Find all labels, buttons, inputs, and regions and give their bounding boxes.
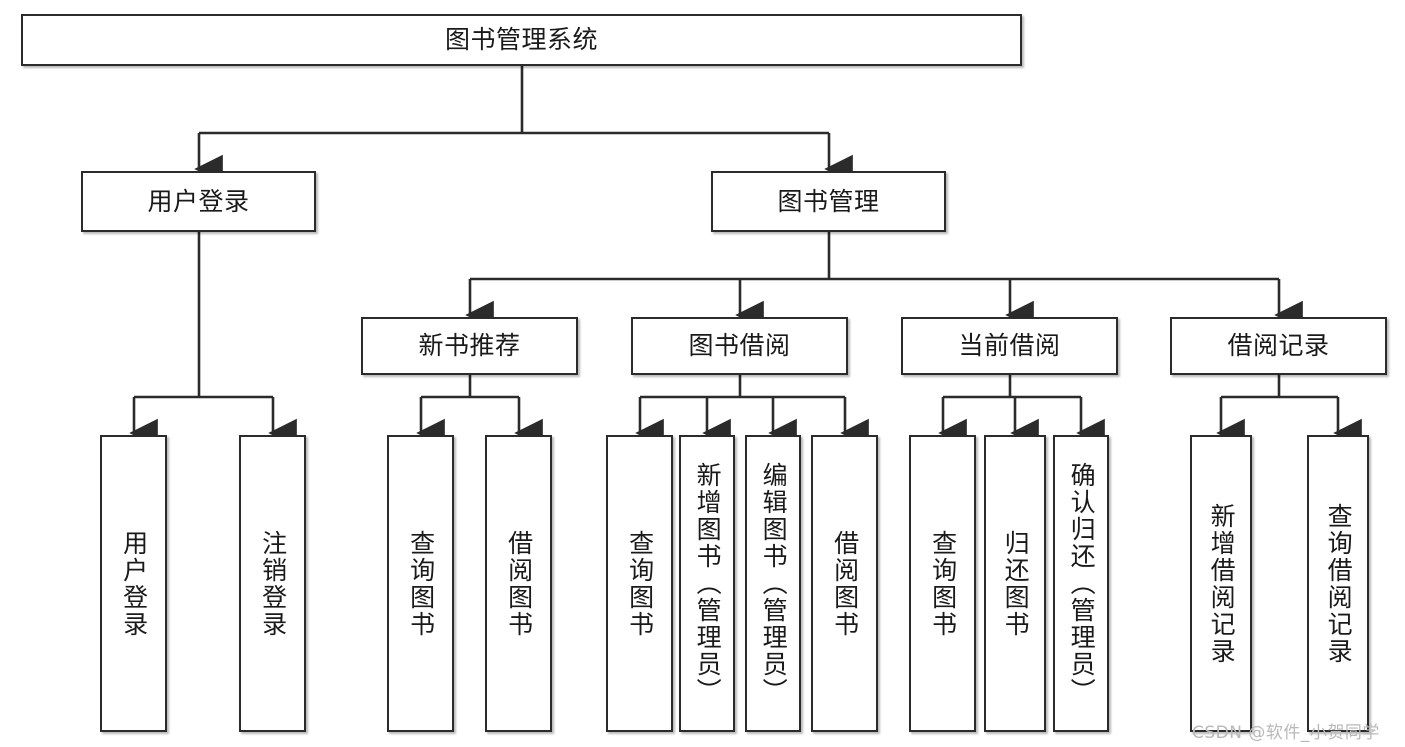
node-label: 新增图书（管理员） [693, 462, 723, 705]
node-leaf-edit-book[interactable]: 编辑图书（管理员） [745, 435, 801, 732]
node-label: 编辑图书（管理员） [759, 462, 789, 705]
node-leaf-add-record[interactable]: 新增借阅记录 [1190, 435, 1252, 732]
node-leaf-user-login[interactable]: 用户登录 [100, 435, 167, 732]
node-leaf-return[interactable]: 归还图书 [984, 435, 1046, 732]
node-label: 注销登录 [258, 529, 288, 638]
node-label: 图书借阅 [688, 331, 791, 361]
node-label: 用户登录 [147, 186, 250, 216]
node-label: 确认归还（管理员） [1067, 462, 1097, 705]
node-label: 用户登录 [119, 529, 149, 638]
node-newbook[interactable]: 新书推荐 [361, 317, 578, 375]
node-label: 借阅记录 [1227, 331, 1330, 361]
node-leaf-query-1[interactable]: 查询图书 [387, 435, 454, 732]
node-leaf-borrow-2[interactable]: 借阅图书 [811, 435, 878, 732]
node-label: 归还图书 [1001, 529, 1031, 638]
node-root[interactable]: 图书管理系统 [21, 14, 1022, 66]
node-bookmgmt[interactable]: 图书管理 [711, 171, 946, 232]
node-records[interactable]: 借阅记录 [1170, 317, 1387, 375]
node-label: 图书管理 [777, 186, 880, 216]
node-label: 查询图书 [625, 529, 655, 638]
edge-layer [129, 66, 1362, 448]
watermark: CSDN @软件_小贺同学 [1192, 723, 1380, 743]
node-login[interactable]: 用户登录 [81, 171, 316, 232]
node-leaf-borrow-1[interactable]: 借阅图书 [485, 435, 552, 732]
node-label: 当前借阅 [958, 331, 1061, 361]
node-borrow[interactable]: 图书借阅 [631, 317, 848, 375]
node-label: 新书推荐 [418, 331, 521, 361]
node-leaf-query-record[interactable]: 查询借阅记录 [1307, 435, 1369, 732]
node-leaf-logout[interactable]: 注销登录 [239, 435, 306, 732]
node-label: 查询借阅记录 [1324, 502, 1354, 665]
node-leaf-confirm[interactable]: 确认归还（管理员） [1053, 435, 1109, 732]
node-current[interactable]: 当前借阅 [901, 317, 1118, 375]
node-label: 查询图书 [406, 529, 436, 638]
node-leaf-query-2[interactable]: 查询图书 [606, 435, 673, 732]
node-label: 查询图书 [928, 529, 958, 638]
node-leaf-query-3[interactable]: 查询图书 [909, 435, 976, 732]
node-label: 新增借阅记录 [1207, 502, 1237, 665]
node-label: 借阅图书 [830, 529, 860, 638]
node-leaf-add-book[interactable]: 新增图书（管理员） [679, 435, 735, 732]
node-label: 图书管理系统 [444, 25, 598, 55]
node-label: 借阅图书 [504, 529, 534, 638]
